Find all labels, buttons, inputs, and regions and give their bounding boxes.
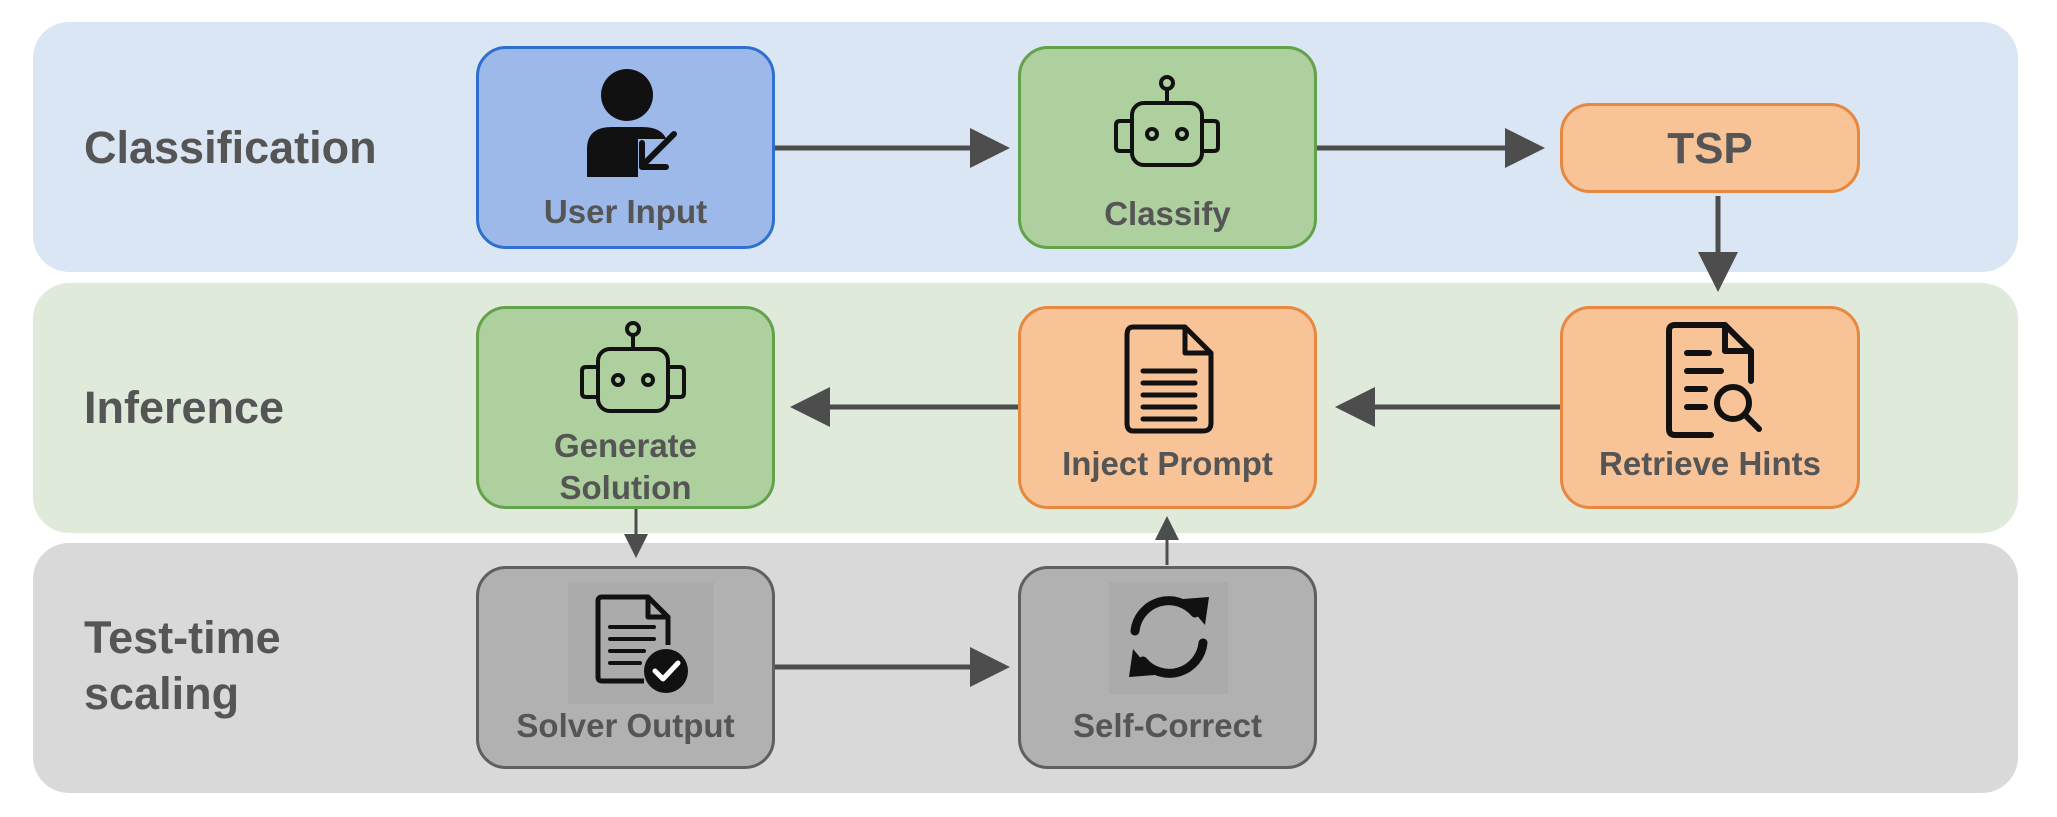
node-self-correct: Self-Correct (1018, 566, 1317, 769)
band-label-classification: Classification (84, 122, 377, 173)
node-label-classify: Classify (1104, 195, 1231, 232)
node-label-self-correct: Self-Correct (1073, 707, 1262, 744)
node-label-retrieve-hints: Retrieve Hints (1599, 445, 1821, 482)
icon-backdrop (568, 582, 714, 704)
band-label-test-time-scaling: Test-time scaling (84, 612, 281, 719)
document-icon (1124, 324, 1214, 434)
node-label-inject-prompt: Inject Prompt (1062, 445, 1273, 482)
node-solver-output: Solver Output (476, 566, 775, 769)
robot-icon (580, 321, 686, 413)
node-generate-solution: Generate Solution (476, 306, 775, 509)
node-label-generate-solution: Generate Solution (553, 427, 698, 506)
document-search-icon (1666, 322, 1762, 438)
robot-icon (1114, 75, 1220, 167)
node-label-user-input: User Input (543, 193, 708, 230)
node-classify: Classify (1018, 46, 1317, 249)
node-label-tsp: TSP (1667, 124, 1753, 173)
band-label-inference: Inference (84, 382, 285, 433)
refresh-icon (1129, 596, 1209, 678)
document-check-icon (595, 594, 688, 693)
node-inject-prompt: Inject Prompt (1018, 306, 1317, 509)
user-pointer-icon (587, 69, 680, 177)
node-tsp: TSP (1560, 103, 1860, 193)
node-label-solver-output: Solver Output (516, 707, 735, 744)
node-user-input: User Input (476, 46, 775, 249)
node-retrieve-hints: Retrieve Hints (1560, 306, 1860, 509)
